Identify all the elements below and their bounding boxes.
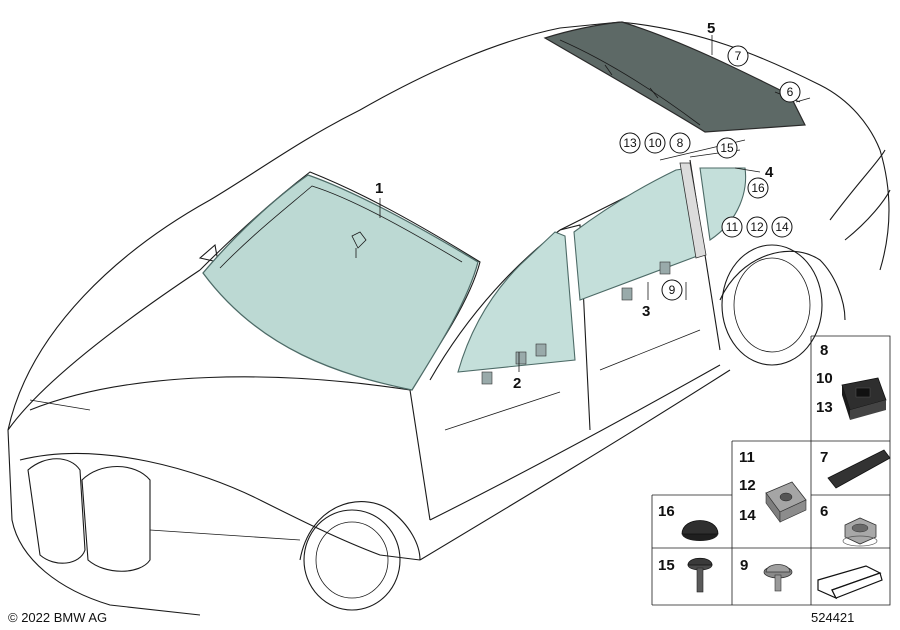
- windshield-glass: [202, 174, 479, 391]
- car-body-outline: [7, 21, 891, 616]
- legend-label-9: 9: [740, 557, 748, 574]
- front-door-glass: [457, 231, 576, 373]
- window-seal-strip: [679, 162, 707, 259]
- callout-2: 2: [513, 375, 521, 392]
- svg-text:15: 15: [720, 141, 734, 155]
- legend-label-15: 15: [658, 557, 675, 574]
- legend-label-6: 6: [820, 503, 828, 520]
- svg-text:9: 9: [669, 283, 676, 297]
- legend-label-12: 12: [739, 477, 756, 494]
- diagram-number: 524421: [811, 610, 854, 625]
- rear-glass-clip: [659, 261, 671, 275]
- svg-text:14: 14: [775, 220, 789, 234]
- parts-legend-grid: 8 10 13 11 12 14 7 16 6: [651, 335, 891, 606]
- circled-callout-16: 16: [747, 177, 769, 199]
- svg-text:8: 8: [677, 136, 684, 150]
- circled-callout-6: 6: [779, 81, 801, 103]
- screw-part-9: [763, 564, 793, 592]
- svg-text:7: 7: [735, 49, 742, 63]
- circled-callout-11: 11: [721, 216, 743, 238]
- legend-label-16: 16: [658, 503, 675, 520]
- callout-5: 5: [707, 20, 715, 37]
- circled-callout-7: 7: [727, 45, 749, 67]
- callout-3: 3: [642, 303, 650, 320]
- svg-text:13: 13: [623, 136, 637, 150]
- callout-1: 1: [375, 180, 383, 197]
- legend-label-8: 8: [820, 342, 828, 359]
- svg-text:10: 10: [648, 136, 662, 150]
- clip-part-8-10-13: [841, 377, 887, 420]
- front-glass-clip: [515, 351, 527, 365]
- direction-arrow-icon: [817, 565, 883, 600]
- copyright-text: © 2022 BMW AG: [8, 610, 107, 625]
- circled-callout-15: 15: [716, 137, 738, 159]
- legend-label-13: 13: [816, 399, 833, 416]
- rear-window-glass: [543, 21, 806, 133]
- rear-glass-clip: [621, 287, 633, 301]
- quarter-glass: [699, 167, 747, 241]
- front-glass-clip: [535, 343, 547, 357]
- legend-label-7: 7: [820, 449, 828, 466]
- svg-text:6: 6: [787, 85, 794, 99]
- circled-callout-8: 8: [669, 132, 691, 154]
- circled-callout-12: 12: [746, 216, 768, 238]
- circled-callout-13: 13: [619, 132, 641, 154]
- svg-text:11: 11: [726, 220, 739, 234]
- front-glass-clip: [481, 371, 493, 385]
- svg-text:12: 12: [750, 220, 764, 234]
- cap-part-16: [681, 520, 719, 541]
- clip-part-11-12-14: [765, 481, 807, 523]
- circled-callout-9: 9: [661, 279, 683, 301]
- circled-callout-14: 14: [771, 216, 793, 238]
- circled-callout-10: 10: [644, 132, 666, 154]
- legend-label-10: 10: [816, 370, 833, 387]
- svg-text:16: 16: [751, 181, 765, 195]
- legend-label-14: 14: [739, 507, 756, 524]
- screw-part-15: [687, 557, 713, 593]
- nut-part-6: [842, 517, 878, 547]
- rear-door-glass: [573, 167, 701, 301]
- legend-label-11: 11: [739, 449, 755, 466]
- strip-part-7: [827, 449, 891, 489]
- callout-4: 4: [765, 164, 774, 181]
